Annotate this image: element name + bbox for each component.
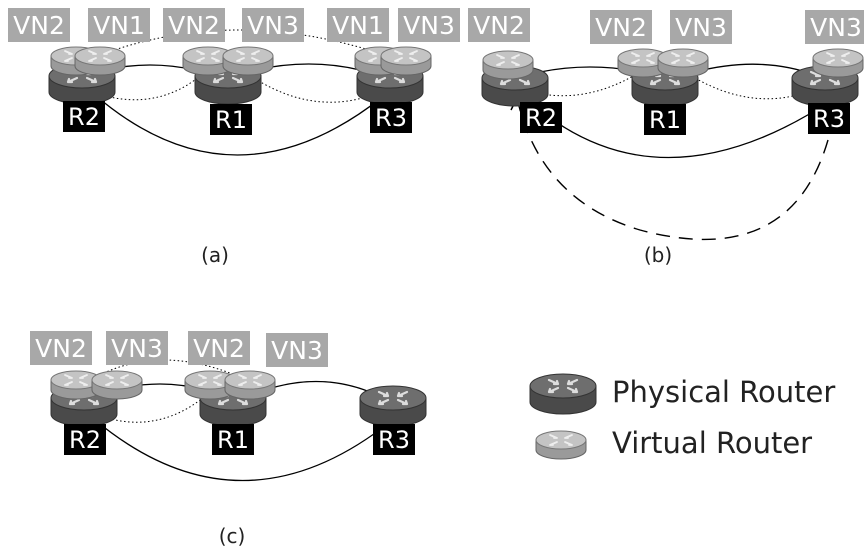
vn-label: VN2 (30, 331, 92, 365)
svg-text:R3: R3 (813, 105, 845, 133)
link-r2-r3-b (529, 97, 836, 159)
vn-label: VN3 (805, 10, 864, 44)
router-label: R2 (63, 101, 105, 132)
router-label: R3 (373, 424, 415, 455)
virtual-link-vn1-a (99, 29, 386, 56)
vn-label: VN3 (106, 331, 168, 365)
router-label: R2 (520, 102, 562, 133)
panel-caption: (a) (201, 243, 229, 267)
physical-router-r3-icon (358, 384, 428, 428)
vn-label: VN2 (188, 331, 250, 365)
router-label: R1 (210, 104, 252, 135)
svg-text:R2: R2 (68, 103, 100, 131)
vn-label: VN2 (590, 10, 652, 44)
svg-text:R1: R1 (649, 106, 681, 134)
router-label: R2 (64, 424, 106, 455)
legend-virtual-label: Virtual Router (612, 426, 812, 460)
virtual-router-icon (74, 46, 126, 76)
svg-text:R1: R1 (215, 106, 247, 134)
svg-text:VN1: VN1 (332, 11, 384, 40)
link-r2-r3-c (94, 419, 391, 482)
link-r1-r3-c (264, 380, 371, 393)
svg-text:VN2: VN2 (193, 334, 245, 363)
panel-caption: (b) (644, 243, 672, 267)
virtual-router-icon (222, 46, 274, 76)
svg-text:VN3: VN3 (675, 13, 727, 42)
virtual-router-icon (91, 370, 143, 400)
vn-label: VN3 (398, 8, 460, 42)
vn-label: VN1 (88, 8, 150, 42)
link-r2-r3-a (94, 94, 386, 156)
vn-label: VN3 (266, 333, 328, 367)
vn-label: VN1 (327, 8, 389, 42)
svg-text:VN2: VN2 (473, 11, 525, 40)
svg-text:VN3: VN3 (403, 11, 455, 40)
svg-text:VN2: VN2 (35, 334, 87, 363)
svg-text:R1: R1 (217, 426, 249, 454)
physical-router-legend-icon (528, 372, 598, 416)
panel-c: VN2 VN3 VN2 VN3 R2 R1 R3 (c) (30, 331, 428, 548)
svg-text:VN2: VN2 (13, 11, 65, 40)
panel-b: VN2 VN2 VN3 VN3 R2 R1 R3 (b) (468, 8, 864, 267)
svg-text:R2: R2 (525, 104, 557, 132)
vn-label: VN2 (8, 8, 70, 42)
svg-text:VN3: VN3 (810, 13, 862, 42)
svg-text:VN3: VN3 (247, 11, 299, 40)
router-label: R1 (644, 104, 686, 135)
legend-physical-label: Physical Router (612, 375, 835, 409)
panel-caption: (c) (219, 524, 246, 548)
virtual-router-icon (657, 48, 709, 78)
router-label: R1 (212, 424, 254, 455)
virtual-router-icon (812, 48, 864, 78)
svg-text:VN1: VN1 (93, 11, 145, 40)
vn-label: VN3 (242, 8, 304, 42)
virtual-link-vn2-b (499, 71, 641, 97)
svg-text:VN3: VN3 (111, 334, 163, 363)
legend: Physical Router Virtual Router (528, 372, 835, 460)
vn-label: VN3 (670, 10, 732, 44)
virtual-router-legend-icon (535, 430, 587, 460)
virtual-router-icon (380, 46, 432, 76)
svg-text:VN3: VN3 (271, 336, 323, 365)
virtual-router-icon (224, 370, 276, 400)
migration-path (516, 97, 829, 241)
svg-text:VN2: VN2 (595, 13, 647, 42)
virtual-link-vn2-a (74, 71, 206, 101)
vn-label: VN2 (468, 8, 530, 42)
panel-a: VN2 VN1 VN2 VN3 VN1 VN3 R2 R1 R3 (a) (8, 8, 460, 267)
router-label: R3 (808, 103, 850, 134)
svg-text:R2: R2 (69, 426, 101, 454)
svg-text:VN2: VN2 (168, 11, 220, 40)
router-label: R3 (370, 102, 412, 133)
vn-label: VN2 (163, 8, 225, 42)
svg-text:R3: R3 (378, 426, 410, 454)
virtual-router-icon (482, 50, 534, 80)
svg-text:R3: R3 (375, 104, 407, 132)
